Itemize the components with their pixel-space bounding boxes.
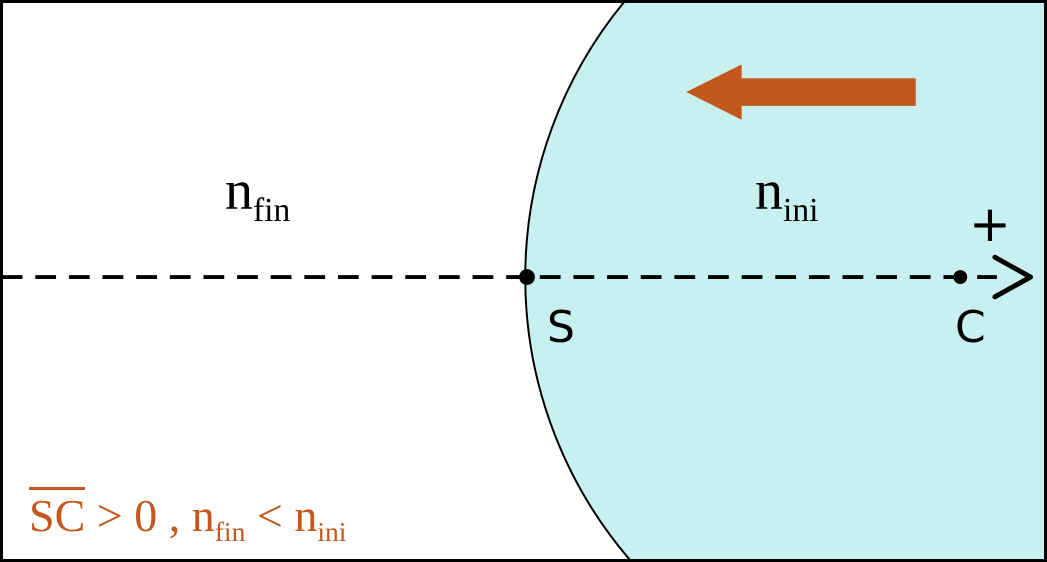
- axis-arrowhead-icon: [992, 254, 1034, 300]
- caption-sc-bar: SC: [29, 487, 86, 539]
- n-ini-base: n: [755, 160, 783, 222]
- caption-nini-base: n: [294, 490, 318, 541]
- caption-less-than: <: [245, 490, 295, 541]
- n-fin-base: n: [225, 160, 253, 222]
- caption-formula: SC > 0 , nfin < nini: [29, 487, 346, 546]
- label-plus-sign: +: [969, 195, 1011, 253]
- caption-nfin-base: n: [191, 490, 215, 541]
- n-fin-sub: fin: [253, 192, 291, 230]
- label-vertex-S: S: [547, 302, 575, 353]
- light-direction-arrow-icon: [686, 64, 916, 120]
- center-point-dot: [953, 270, 968, 284]
- diagram-graphics: [3, 3, 1044, 559]
- refracting-medium-region: [525, 3, 1044, 559]
- caption-nini-sub: ini: [317, 516, 347, 548]
- label-n-fin: nfin: [225, 163, 290, 228]
- caption-nfin-sub: fin: [214, 516, 246, 548]
- n-ini-sub: ini: [783, 192, 819, 230]
- label-center-C: C: [955, 302, 986, 353]
- caption-relation: > 0 ,: [85, 490, 192, 541]
- vertex-point-dot: [519, 269, 535, 285]
- label-n-ini: nini: [755, 163, 818, 228]
